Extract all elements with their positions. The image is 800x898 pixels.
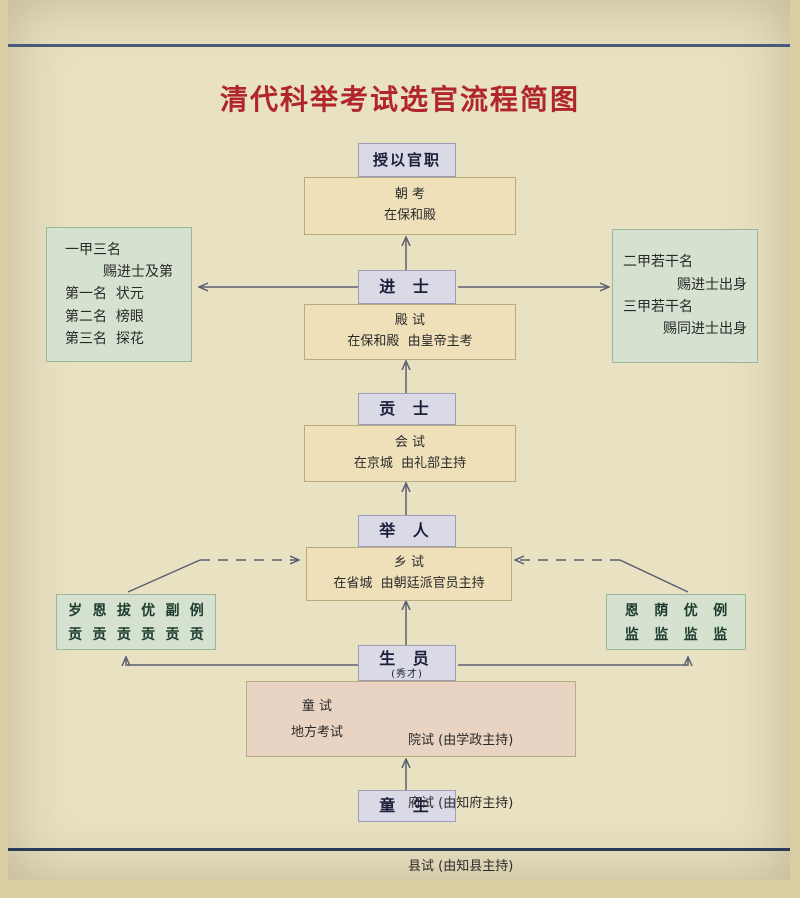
rank-label: 授以官职 (372, 151, 441, 169)
erjia-box: 二甲若干名 赐进士出身 三甲若干名 赐同进士出身 (612, 229, 758, 363)
exam-name: 乡 试 (393, 555, 425, 571)
tongshi-name: 童 试 (301, 699, 333, 714)
exam-huishi: 会 试 在京城 由礼部主持 (304, 425, 516, 482)
gong-char: 贡 (68, 627, 83, 643)
gong-char: 贡 (92, 627, 107, 643)
yijia-line: 赐进士及第 (103, 263, 173, 280)
exam-dianshi: 殿 试 在保和殿 由皇帝主考 (304, 304, 516, 360)
page-title: 清代科举考试选官流程简图 (219, 83, 580, 116)
exam-chaokao: 朝 考 在保和殿 (304, 177, 516, 235)
gongsheng-box: 岁 恩 拔 优 副 例 贡 贡 贡 贡 贡 贡 (56, 594, 216, 650)
line-gongsheng-slope (127, 559, 201, 593)
jian-char: 监 (713, 627, 728, 643)
rank-shouyi-guanzhi: 授以官职 (358, 143, 456, 177)
exam-xiangshi: 乡 试 在省城 由朝廷派官员主持 (306, 547, 512, 601)
tongshi-levels: 院试 (由学政主持) 府试 (由知府主持) 县试 (由知县主持) (408, 688, 568, 898)
bottom-border (8, 848, 790, 851)
jian-char: 荫 (654, 603, 669, 619)
gong-char: 例 (189, 603, 204, 619)
exam-place: 在京城 由礼部主持 (353, 455, 467, 471)
tongshi-level-yuanshi: 院试 (由学政主持) (408, 733, 514, 748)
jian-char: 优 (683, 603, 698, 619)
rank-label: 贡 士 (379, 399, 435, 419)
exam-place: 在保和殿 (383, 208, 436, 223)
gong-char: 拔 (116, 603, 131, 619)
rank-label: 生 员 (379, 649, 435, 669)
yijia-line: 第一名 状元 (65, 286, 144, 303)
rank-tongsheng: 童 生 (358, 790, 456, 822)
erjia-line: 三甲若干名 (623, 299, 693, 315)
top-border (8, 44, 790, 47)
rank-gongshi: 贡 士 (358, 393, 456, 425)
gong-char: 贡 (165, 627, 180, 643)
jian-char: 监 (624, 627, 639, 643)
rank-shengyuan: 生 员 (秀才) (358, 645, 456, 681)
exam-name: 殿 试 (394, 313, 426, 329)
jian-char: 监 (683, 627, 698, 643)
line-jiansheng-slope (619, 559, 689, 593)
exam-place: 在保和殿 由皇帝主考 (347, 334, 473, 349)
rank-jinshi: 进 士 (358, 270, 456, 304)
exam-name: 朝 考 (394, 187, 426, 203)
exam-tongshi (246, 681, 576, 757)
jiansheng-bottom-row: 监 监 监 监 (617, 623, 735, 647)
arrow-to-gongsheng (126, 658, 358, 665)
erjia-line: 赐进士出身 (677, 276, 747, 293)
rank-label: 童 生 (379, 796, 435, 816)
exam-name: 会 试 (394, 434, 426, 450)
tongshi-level-fushi: 府试 (由知府主持) (408, 796, 514, 811)
rank-label: 进 士 (379, 277, 435, 297)
jiansheng-box: 恩 荫 优 例 监 监 监 监 (606, 594, 746, 650)
rank-label: 举 人 (379, 521, 435, 541)
gong-char: 岁 (68, 603, 83, 619)
erjia-line: 赐同进士出身 (663, 321, 747, 338)
exam-place: 在省城 由朝廷派官员主持 (333, 576, 485, 591)
tongshi-sub: 地方考试 (290, 725, 343, 740)
erjia-line: 二甲若干名 (623, 254, 693, 271)
rank-note: (秀才) (391, 668, 423, 680)
gong-char: 贡 (189, 627, 204, 643)
jian-char: 恩 (624, 603, 639, 619)
arrow-to-jiansheng (458, 658, 688, 665)
gong-char: 恩 (92, 603, 107, 619)
rank-juren: 举 人 (358, 515, 456, 547)
jiansheng-top-row: 恩 荫 优 例 (617, 599, 735, 623)
tongshi-label-group: 童 试 地方考试 (262, 694, 372, 746)
yijia-line: 第二名 榜眼 (65, 308, 144, 325)
gong-char: 贡 (141, 627, 156, 643)
yijia-box: 一甲三名 赐进士及第 第一名 状元 第二名 榜眼 第三名 探花 (46, 227, 192, 362)
yijia-line: 一甲三名 (65, 241, 121, 258)
gong-char: 贡 (116, 627, 131, 643)
gongsheng-top-row: 岁 恩 拔 优 副 例 (63, 599, 209, 623)
jian-char: 例 (713, 603, 728, 619)
gong-char: 副 (165, 603, 180, 619)
yijia-line: 第三名 探花 (65, 331, 144, 348)
flow-arrows (0, 0, 800, 790)
tongshi-level-xianshi: 县试 (由知县主持) (408, 859, 514, 874)
gongsheng-bottom-row: 贡 贡 贡 贡 贡 贡 (63, 623, 209, 647)
jian-char: 监 (654, 627, 669, 643)
gong-char: 优 (141, 603, 156, 619)
